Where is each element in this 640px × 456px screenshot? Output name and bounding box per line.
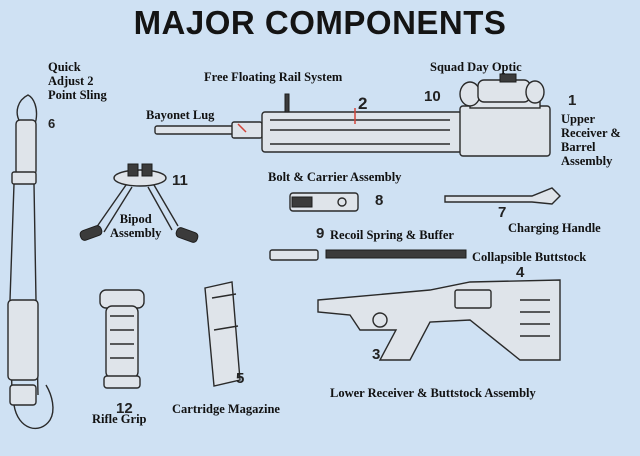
rifle-grip-number: 12 [116,400,133,417]
upper-receiver-illustration [154,93,551,157]
recoil-spring-label: Recoil Spring & Buffer [330,228,454,242]
upper-receiver-label: Upper Receiver & Barrel Assembly [561,112,621,168]
bolt-carrier-illustration [289,192,359,212]
optic-illustration [459,73,545,107]
charging-handle-label: Charging Handle [508,221,601,235]
charging-handle-illustration [444,187,561,205]
lower-receiver-number: 3 [372,346,381,363]
upper-receiver-label-line: Upper [561,112,596,126]
page-title: MAJOR COMPONENTS [133,4,507,41]
sling-label: Quick Adjust 2 Point Sling [48,60,107,102]
magazine-number: 5 [236,370,245,387]
recoil-spring-illustration [269,249,467,261]
rifle-grip-illustration [99,289,145,389]
bipod-label-line: Assembly [110,226,162,240]
lower-receiver-label: Lower Receiver & Buttstock Assembly [330,386,536,400]
rail-system-label: Free Floating Rail System [204,70,343,84]
sling-label-line: Adjust 2 [48,74,94,88]
sling-illustration [7,94,54,430]
bolt-carrier-number: 8 [375,192,384,209]
sling-label-line: Point Sling [48,88,107,102]
bipod-label-line: Bipod [119,212,152,226]
upper-receiver-label-line: Barrel [561,140,596,154]
charging-handle-number: 7 [498,204,507,221]
rail-system-number: 2 [358,94,368,113]
sling-number: 6 [48,116,56,131]
magazine-label: Cartridge Magazine [172,402,280,416]
upper-receiver-label-line: Receiver & [561,126,621,140]
bipod-label: Bipod Assembly [110,212,161,240]
optic-number: 10 [424,88,441,105]
buttstock-label: Collapsible Buttstock [472,250,587,264]
upper-receiver-label-line: Assembly [561,154,613,168]
bayonet-lug-label: Bayonet Lug [146,108,215,122]
bipod-illustration [79,163,199,243]
bolt-carrier-label: Bolt & Carrier Assembly [268,170,402,184]
rifle-grip-label: Rifle Grip [92,412,147,426]
sling-label-line: Quick [48,60,81,74]
magazine-illustration [204,281,241,387]
buttstock-number: 4 [516,264,525,281]
upper-receiver-number: 1 [568,92,577,109]
lower-receiver-illustration [317,279,561,361]
optic-label: Squad Day Optic [430,60,522,74]
recoil-spring-number: 9 [316,225,325,242]
bipod-number: 11 [172,172,188,189]
